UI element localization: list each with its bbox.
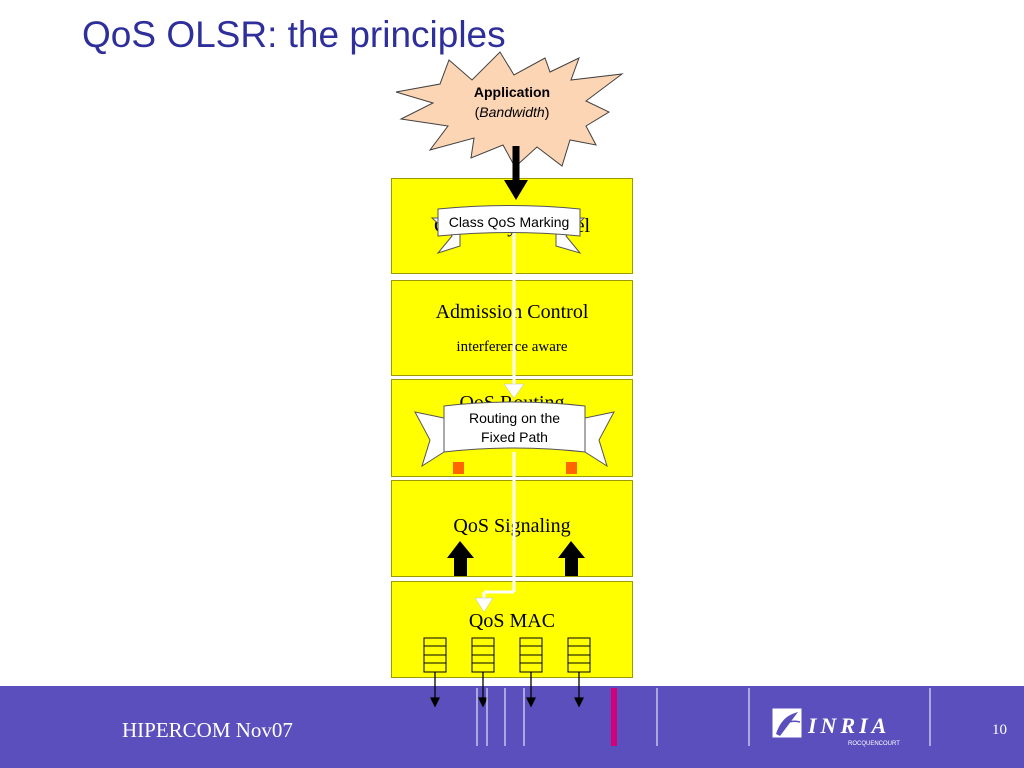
orange-marker-left [453, 462, 464, 474]
up-arrow-left [447, 541, 474, 576]
application-title: Application [473, 84, 551, 100]
routing-ribbon-label: Routing on the Fixed Path [444, 409, 585, 447]
orange-marker-right [566, 462, 577, 474]
routing-ribbon [414, 401, 615, 468]
app-arrow-head [504, 180, 528, 200]
footer-accent-bar [611, 688, 617, 746]
admission-sub-label: interference aware [456, 339, 568, 355]
application-paren-open: ( [474, 104, 480, 120]
queue-output-arrows [429, 672, 585, 708]
application-burst-shape [395, 51, 624, 168]
inria-logo-subtext: ROCQUENCOURT [848, 741, 900, 747]
flow-arrow-head-routing [503, 383, 525, 399]
layer-qos-signaling: QoS Signaling [391, 480, 633, 577]
routing-ribbon-line1: Routing on the [468, 410, 561, 426]
layer-qos-mac: QoS MAC [391, 581, 633, 678]
marking-ribbon-label: Class QoS Marking [448, 214, 570, 230]
marking-ribbon [430, 205, 586, 254]
application-subtitle-row: (Bandwidth) [428, 102, 596, 122]
application-paren-close: ) [544, 104, 550, 120]
qos-signaling-label: QoS Signaling [453, 515, 571, 537]
layer-admission-control: Admission Control interference aware [391, 280, 633, 376]
slide-title: QoS OLSR: the principles [82, 14, 506, 55]
queue-icon [471, 637, 495, 673]
admission-control-label: Admission Control [435, 301, 589, 323]
qos-mac-label: QoS MAC [468, 610, 556, 632]
inria-logo-emblem [771, 707, 803, 739]
queue-icon [567, 637, 591, 673]
footer-text: HIPERCOM Nov07 [122, 718, 293, 742]
inria-logo-text: INRIA [807, 713, 890, 738]
application-label: Application (Bandwidth) [428, 82, 596, 122]
queue-icon [519, 637, 543, 673]
application-subtitle: Bandwidth [479, 104, 545, 120]
up-arrow-right [558, 541, 585, 576]
queue-icon [423, 637, 447, 673]
routing-ribbon-line2: Fixed Path [481, 429, 548, 445]
footer-divider-lines [476, 688, 931, 746]
footer-band [0, 686, 1024, 768]
flow-arrow-head-mac [474, 597, 494, 613]
page-number: 10 [992, 722, 1007, 738]
